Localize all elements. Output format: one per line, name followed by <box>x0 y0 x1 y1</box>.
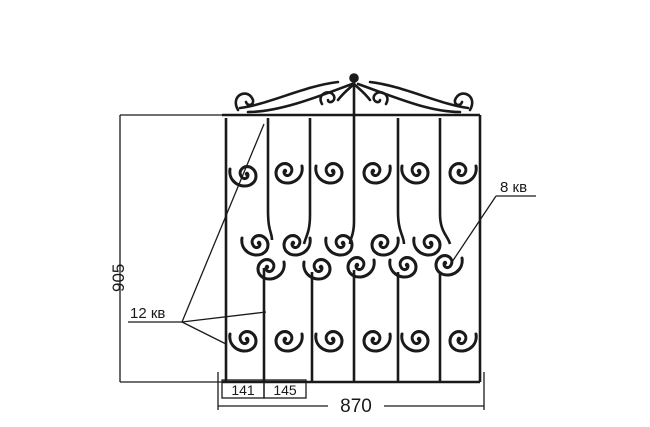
dimension-lines <box>119 114 485 410</box>
crown-ornament <box>234 73 474 114</box>
height-dimension-label: 905 <box>109 264 128 292</box>
callout-left-label: 12 кв <box>130 305 165 322</box>
callout-right-label: 8 кв <box>500 179 527 196</box>
middle-scroll-band <box>240 234 464 281</box>
callout-leaders <box>128 123 536 345</box>
vertical-bars <box>262 80 452 382</box>
callout-right-leader <box>451 195 497 263</box>
segment-145-box <box>263 379 307 399</box>
callout-left-leader-top <box>181 123 265 323</box>
callout-left-leader-bottom <box>181 321 227 345</box>
segment-left-label: 141 <box>231 382 255 398</box>
callout-left-leader-mid <box>181 311 267 323</box>
segment-right-label: 145 <box>273 382 297 398</box>
total-width-label: 870 <box>340 396 372 417</box>
